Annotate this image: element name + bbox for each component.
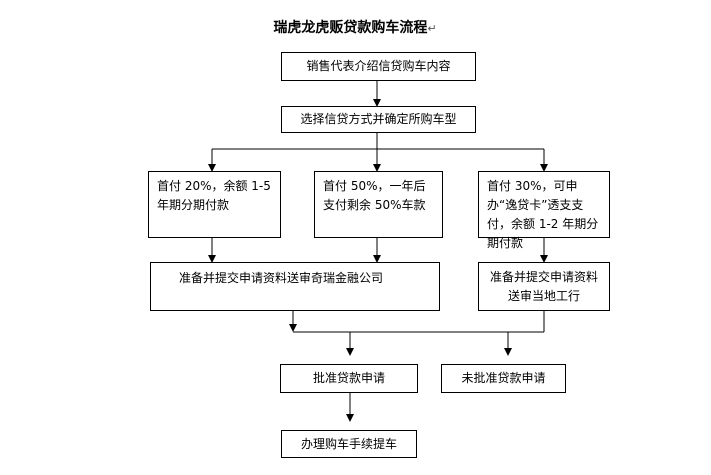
step-choose-box: 选择信贷方式并确定所购车型 (281, 106, 476, 133)
submit-bank-box: 准备并提交申请资料送审当地工行 (478, 262, 610, 311)
option-b-box: 首付 50%，一年后支付剩余 50%车款 (314, 171, 443, 238)
return-mark-icon: ↵ (427, 22, 437, 35)
finish-box: 办理购车手续提车 (281, 430, 417, 458)
rejected-box: 未批准贷款申请 (441, 364, 566, 393)
diagram-title: 瑞虎龙虎贩贷款购车流程↵ (230, 18, 480, 38)
diagram-title-text: 瑞虎龙虎贩贷款购车流程 (273, 20, 428, 36)
finish-text: 办理购车手续提车 (300, 436, 397, 451)
option-a-text: 首付 20%，余额 1-5 年期分期付款 (157, 179, 271, 212)
option-c-box: 首付 30%，可申办“逸贷卡”透支支付，余额 1-2 年期分期付款 (478, 171, 610, 250)
approved-text: 批准贷款申请 (312, 371, 385, 385)
step-intro-text: 销售代表介绍信贷购车内容 (306, 59, 451, 73)
submit-chery-box: 准备并提交申请资料送审奇瑞金融公司 (150, 262, 440, 311)
option-b-text: 首付 50%，一年后支付剩余 50%车款 (323, 179, 426, 212)
option-a-box: 首付 20%，余额 1-5 年期分期付款 (148, 171, 281, 238)
submit-chery-text: 准备并提交申请资料送审奇瑞金融公司 (179, 271, 384, 285)
rejected-text: 未批准贷款申请 (461, 371, 546, 385)
step-choose-text: 选择信贷方式并确定所购车型 (300, 112, 457, 126)
option-c-text: 首付 30%，可申办“逸贷卡”透支支付，余额 1-2 年期分期付款 (487, 179, 599, 250)
submit-bank-text: 准备并提交申请资料送审当地工行 (489, 269, 598, 303)
step-intro-box: 销售代表介绍信贷购车内容 (281, 52, 476, 81)
approved-box: 批准贷款申请 (280, 364, 418, 393)
